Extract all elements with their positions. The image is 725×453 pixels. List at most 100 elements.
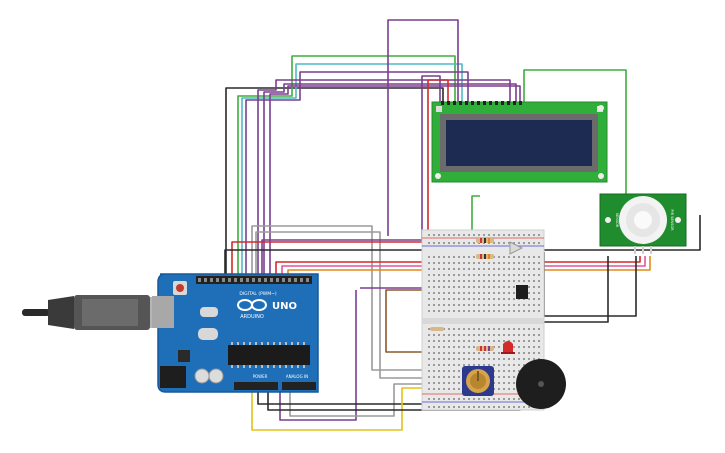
potentiometer[interactable] (462, 366, 494, 396)
breadboard-hole[interactable] (428, 280, 430, 282)
breadboard-hole[interactable] (503, 398, 505, 400)
breadboard-hole[interactable] (483, 334, 485, 336)
breadboard-hole[interactable] (428, 358, 430, 360)
breadboard-hole[interactable] (458, 298, 460, 300)
breadboard-hole[interactable] (448, 274, 450, 276)
breadboard-hole[interactable] (458, 340, 460, 342)
breadboard-hole[interactable] (533, 340, 535, 342)
breadboard-hole[interactable] (483, 268, 485, 270)
breadboard-hole[interactable] (518, 268, 520, 270)
breadboard-hole[interactable] (458, 376, 460, 378)
breadboard-hole[interactable] (488, 406, 490, 408)
breadboard-hole[interactable] (503, 262, 505, 264)
breadboard-hole[interactable] (483, 310, 485, 312)
breadboard-hole[interactable] (503, 234, 505, 236)
breadboard-hole[interactable] (523, 262, 525, 264)
breadboard-hole[interactable] (528, 274, 530, 276)
breadboard-hole[interactable] (498, 280, 500, 282)
breadboard-hole[interactable] (488, 304, 490, 306)
breadboard-hole[interactable] (533, 274, 535, 276)
breadboard-hole[interactable] (503, 304, 505, 306)
breadboard-hole[interactable] (513, 256, 515, 258)
breadboard-hole[interactable] (528, 406, 530, 408)
breadboard-hole[interactable] (448, 352, 450, 354)
breadboard-hole[interactable] (498, 292, 500, 294)
breadboard-hole[interactable] (443, 310, 445, 312)
breadboard-hole[interactable] (473, 364, 475, 366)
breadboard-hole[interactable] (458, 364, 460, 366)
breadboard-hole[interactable] (433, 298, 435, 300)
breadboard-hole[interactable] (433, 346, 435, 348)
breadboard-hole[interactable] (493, 364, 495, 366)
breadboard-hole[interactable] (498, 370, 500, 372)
breadboard-hole[interactable] (508, 242, 510, 244)
breadboard-hole[interactable] (508, 398, 510, 400)
breadboard-hole[interactable] (523, 334, 525, 336)
breadboard-hole[interactable] (488, 298, 490, 300)
breadboard-hole[interactable] (483, 298, 485, 300)
breadboard-hole[interactable] (453, 274, 455, 276)
breadboard-hole[interactable] (523, 274, 525, 276)
breadboard-hole[interactable] (533, 334, 535, 336)
breadboard-hole[interactable] (453, 334, 455, 336)
breadboard-hole[interactable] (523, 268, 525, 270)
breadboard-hole[interactable] (478, 234, 480, 236)
breadboard-hole[interactable] (433, 292, 435, 294)
breadboard-hole[interactable] (513, 382, 515, 384)
breadboard-hole[interactable] (503, 364, 505, 366)
breadboard-hole[interactable] (448, 398, 450, 400)
breadboard-hole[interactable] (473, 334, 475, 336)
breadboard-hole[interactable] (483, 328, 485, 330)
breadboard-hole[interactable] (518, 346, 520, 348)
breadboard-hole[interactable] (443, 370, 445, 372)
breadboard-hole[interactable] (443, 262, 445, 264)
breadboard-hole[interactable] (488, 268, 490, 270)
breadboard-hole[interactable] (448, 268, 450, 270)
breadboard-hole[interactable] (438, 382, 440, 384)
breadboard-hole[interactable] (508, 388, 510, 390)
breadboard-hole[interactable] (468, 268, 470, 270)
breadboard-hole[interactable] (533, 280, 535, 282)
breadboard-hole[interactable] (463, 262, 465, 264)
breadboard-hole[interactable] (523, 340, 525, 342)
breadboard-hole[interactable] (453, 370, 455, 372)
breadboard-hole[interactable] (448, 310, 450, 312)
breadboard-hole[interactable] (448, 262, 450, 264)
breadboard-hole[interactable] (428, 292, 430, 294)
breadboard-hole[interactable] (438, 298, 440, 300)
breadboard-hole[interactable] (478, 334, 480, 336)
breadboard-hole[interactable] (453, 358, 455, 360)
breadboard-hole[interactable] (513, 268, 515, 270)
breadboard-hole[interactable] (443, 388, 445, 390)
breadboard-hole[interactable] (463, 242, 465, 244)
breadboard-hole[interactable] (428, 382, 430, 384)
breadboard-hole[interactable] (538, 328, 540, 330)
breadboard-hole[interactable] (458, 256, 460, 258)
breadboard-hole[interactable] (438, 292, 440, 294)
breadboard-hole[interactable] (488, 398, 490, 400)
breadboard-hole[interactable] (478, 398, 480, 400)
breadboard-hole[interactable] (468, 310, 470, 312)
breadboard-hole[interactable] (533, 328, 535, 330)
breadboard-hole[interactable] (528, 334, 530, 336)
breadboard-hole[interactable] (538, 262, 540, 264)
breadboard-hole[interactable] (458, 398, 460, 400)
breadboard-hole[interactable] (448, 388, 450, 390)
breadboard-hole[interactable] (488, 310, 490, 312)
breadboard-hole[interactable] (498, 352, 500, 354)
breadboard-hole[interactable] (513, 340, 515, 342)
breadboard-hole[interactable] (468, 234, 470, 236)
breadboard-hole[interactable] (538, 256, 540, 258)
breadboard-hole[interactable] (538, 242, 540, 244)
breadboard-hole[interactable] (493, 334, 495, 336)
breadboard-hole[interactable] (433, 340, 435, 342)
breadboard-hole[interactable] (473, 352, 475, 354)
breadboard-hole[interactable] (533, 304, 535, 306)
breadboard-hole[interactable] (538, 352, 540, 354)
breadboard-hole[interactable] (473, 304, 475, 306)
breadboard-hole[interactable] (468, 328, 470, 330)
breadboard-hole[interactable] (443, 286, 445, 288)
breadboard-hole[interactable] (438, 340, 440, 342)
breadboard-hole[interactable] (478, 280, 480, 282)
breadboard-hole[interactable] (528, 262, 530, 264)
